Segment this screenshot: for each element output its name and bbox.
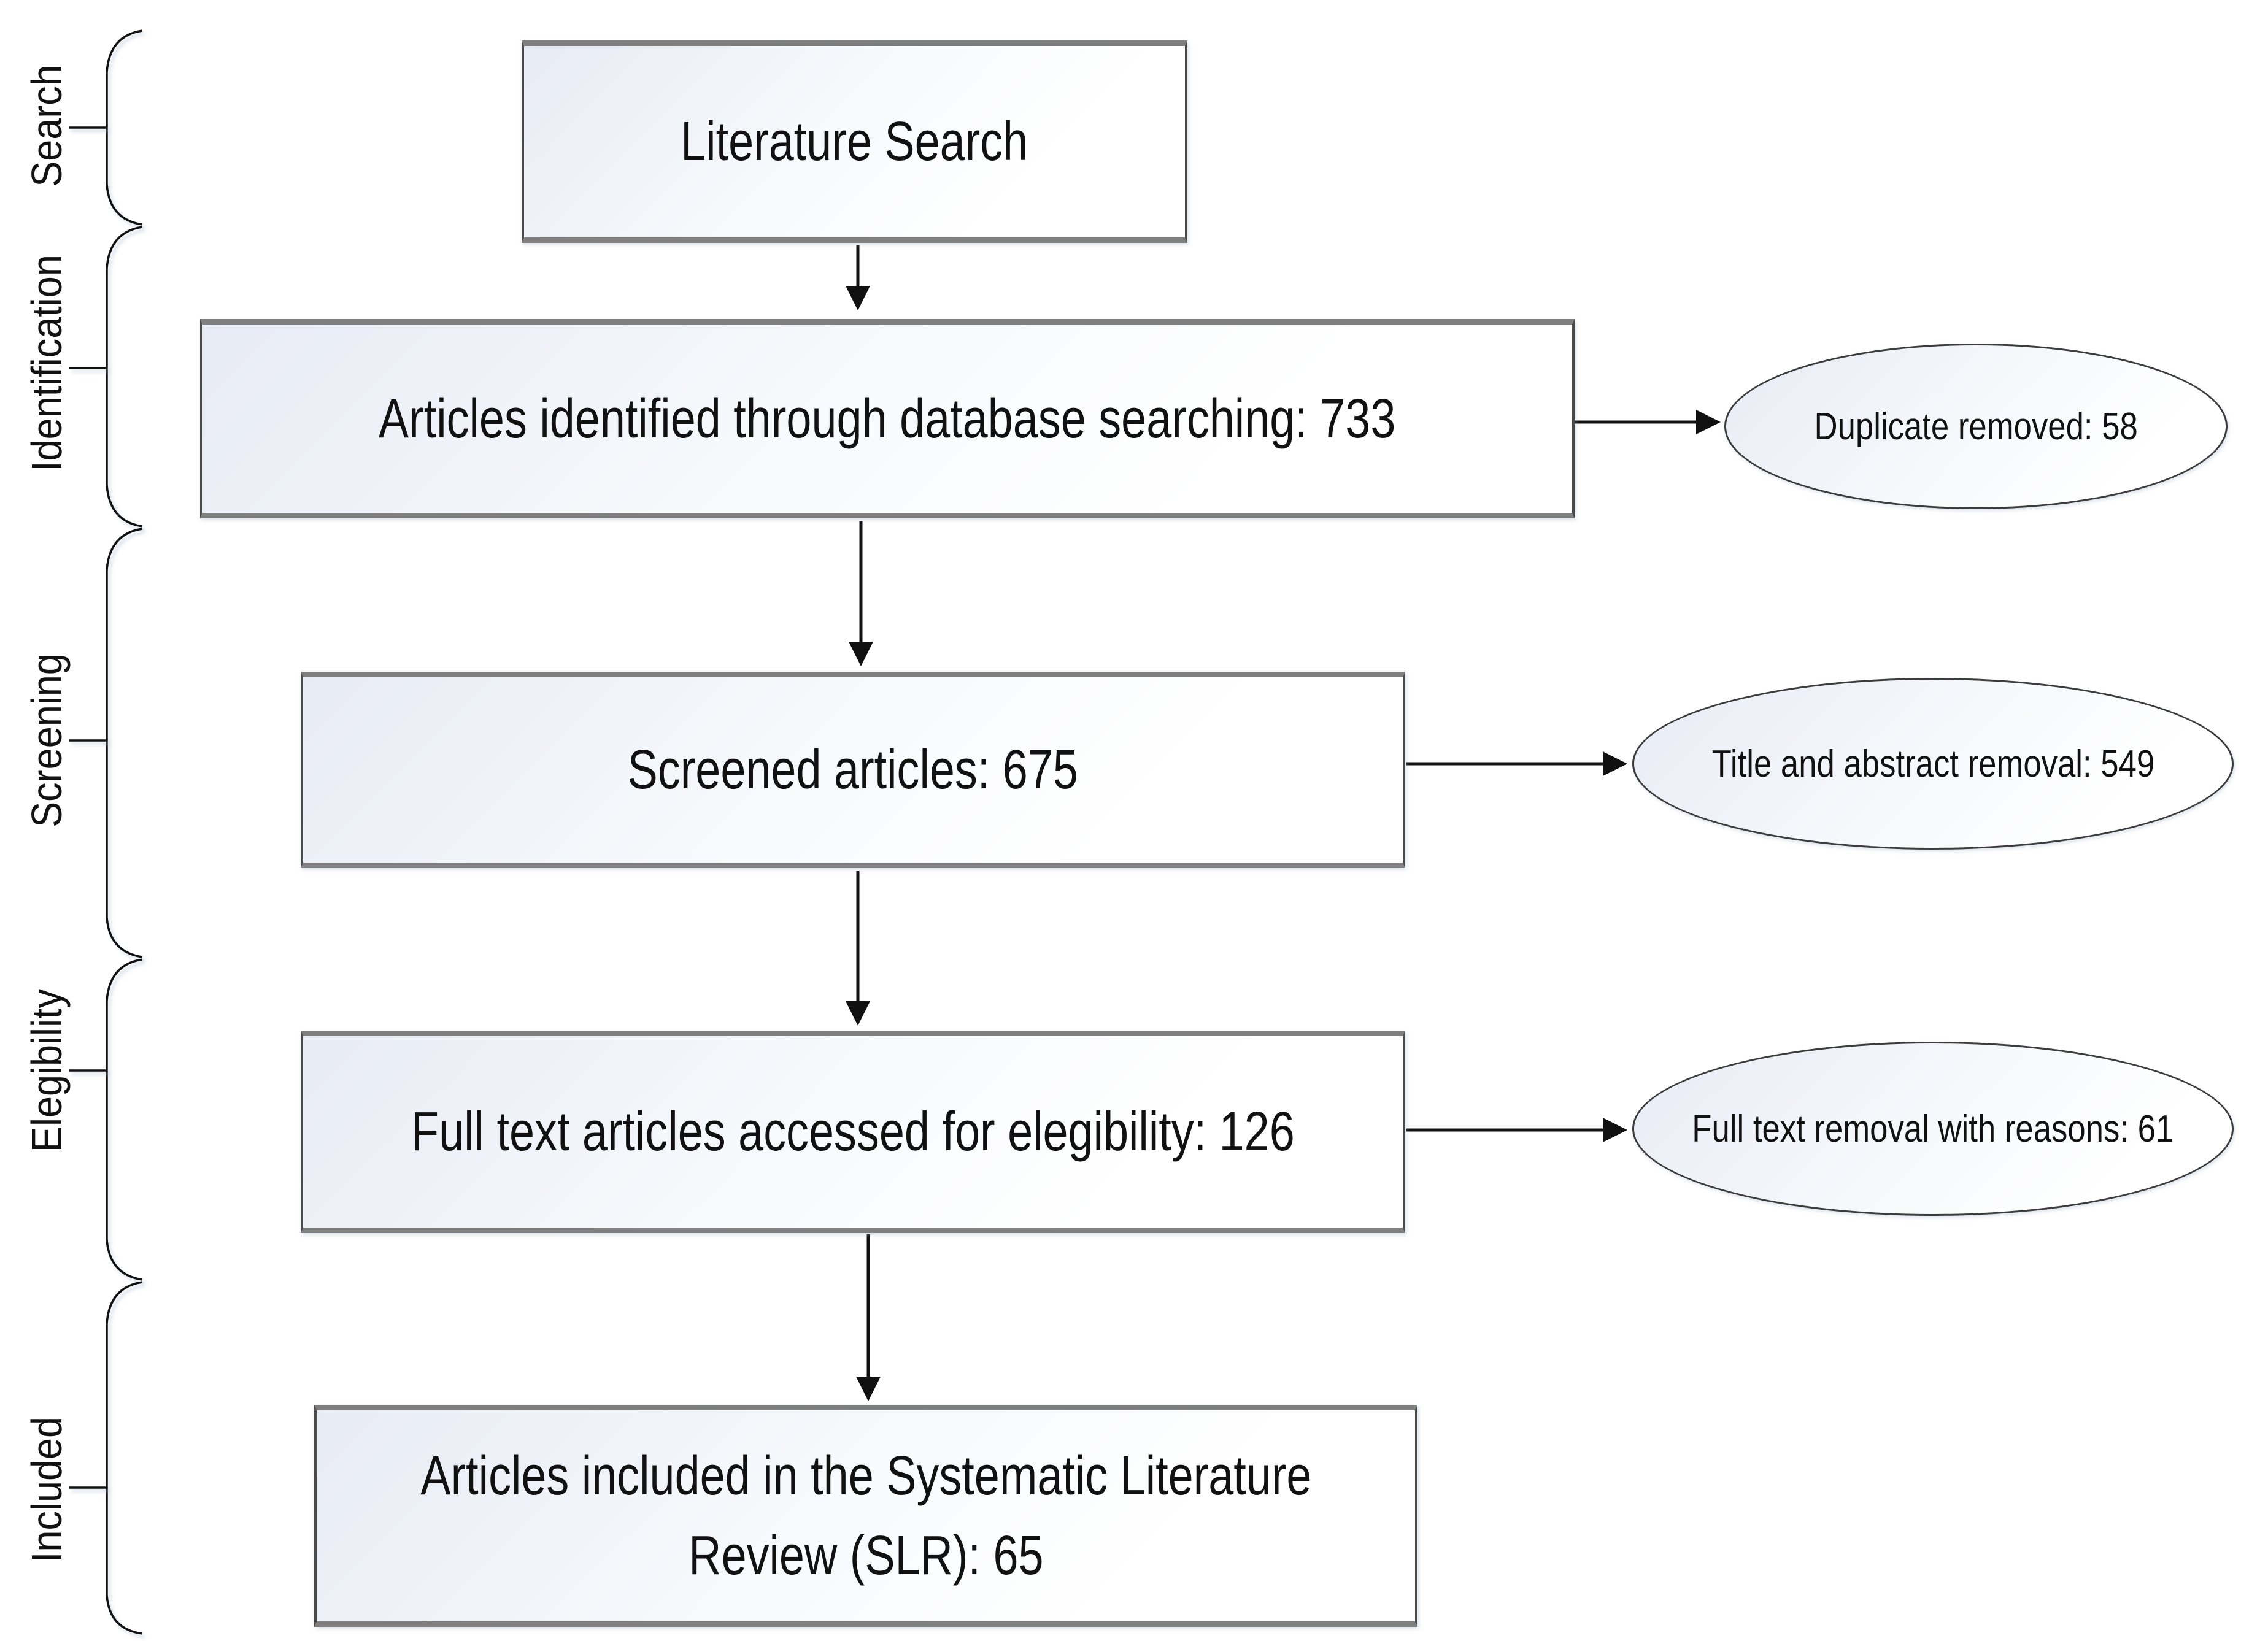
node-included-slr-line1: Articles included in the Systematic Lite… xyxy=(420,1445,1312,1507)
node-duplicates-removed-label: Duplicate removed: 58 xyxy=(1814,405,2138,448)
stage-label-identification: Identification xyxy=(23,255,71,472)
stage-label-included: Included xyxy=(23,1416,71,1563)
node-fulltext-removal: Full text removal with reasons: 61 xyxy=(1632,1042,2234,1216)
brace-elegibility xyxy=(106,958,143,1281)
brace-search xyxy=(106,29,143,226)
node-included-slr: Articles included in the Systematic Lite… xyxy=(314,1405,1418,1627)
brace-included xyxy=(106,1281,143,1635)
stage-label-search: Search xyxy=(23,64,71,187)
brace-screening xyxy=(106,528,143,958)
node-literature-search: Literature Search xyxy=(522,40,1187,243)
node-duplicates-removed: Duplicate removed: 58 xyxy=(1724,344,2228,509)
stage-label-screening: Screening xyxy=(23,653,71,828)
node-included-slr-line2: Review (SLR): 65 xyxy=(688,1525,1044,1586)
node-fulltext-accessed: Full text articles accessed for elegibil… xyxy=(301,1031,1405,1233)
node-title-abstract-removal: Title and abstract removal: 549 xyxy=(1632,678,2234,850)
node-included-slr-label: Articles included in the Systematic Lite… xyxy=(420,1436,1311,1596)
node-articles-identified-label: Articles identified through database sea… xyxy=(379,388,1396,450)
node-fulltext-removal-label: Full text removal with reasons: 61 xyxy=(1692,1107,2174,1150)
brace-identification xyxy=(106,226,143,528)
node-screened-articles: Screened articles: 675 xyxy=(301,672,1405,868)
node-title-abstract-removal-label: Title and abstract removal: 549 xyxy=(1711,742,2154,785)
node-articles-identified: Articles identified through database sea… xyxy=(200,319,1575,518)
node-screened-articles-label: Screened articles: 675 xyxy=(627,739,1079,801)
node-fulltext-accessed-label: Full text articles accessed for elegibil… xyxy=(411,1101,1295,1163)
node-literature-search-label: Literature Search xyxy=(681,111,1028,172)
stage-label-elegibility: Elegibility xyxy=(23,988,71,1153)
